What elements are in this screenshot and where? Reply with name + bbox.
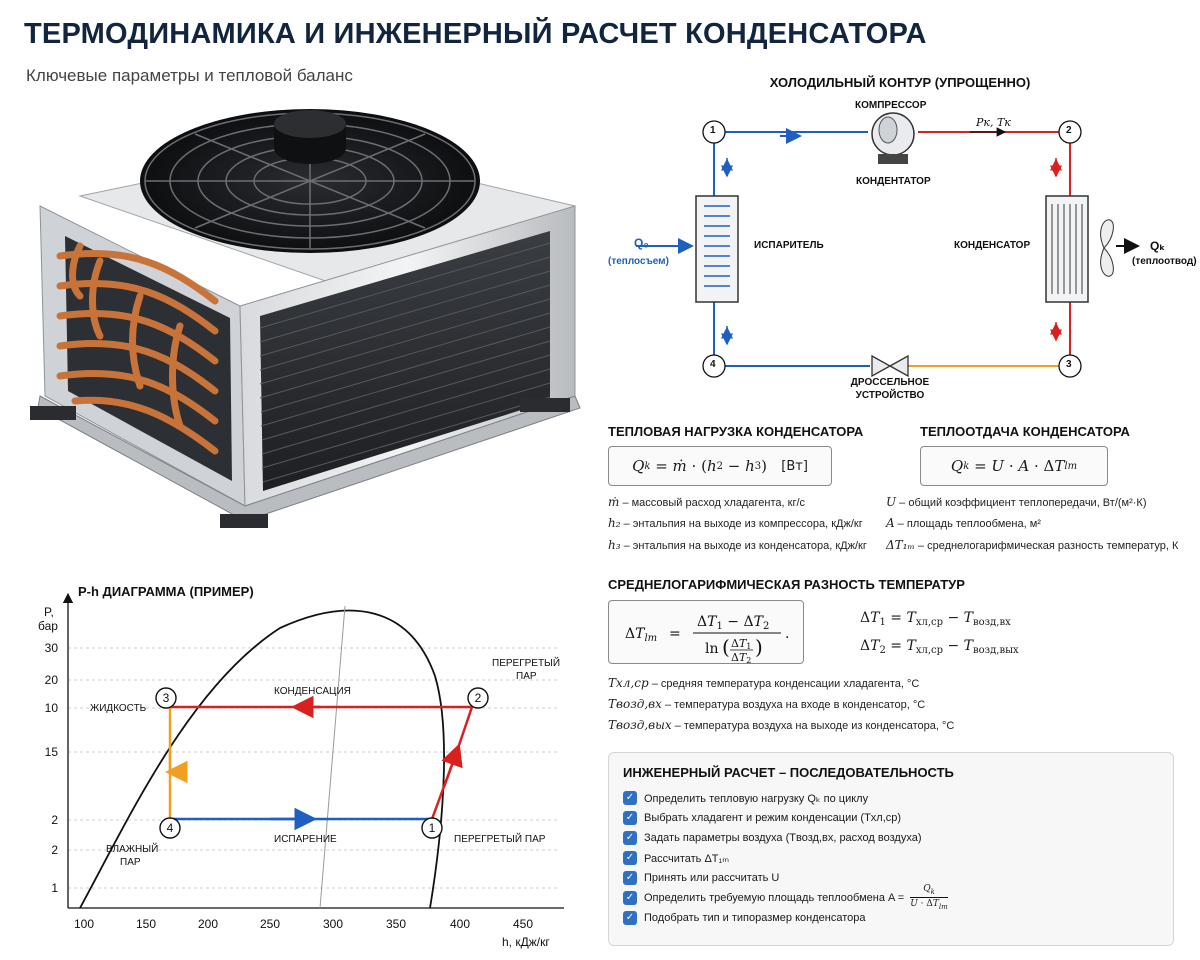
svg-text:ΔTlm: ΔTlm [625,626,657,644]
circuit-diagram [636,112,1140,378]
ph-ylabel-p: P, [44,605,54,619]
circuit-title: ХОЛОДИЛЬНЫЙ КОНТУР (УПРОЩЕННО) [769,75,1031,90]
label-superheated-top-2: ПАР [516,671,537,682]
x-tick: 300 [323,917,343,931]
checkbox-checked-icon[interactable]: ✓ [623,851,637,865]
x-tick: 100 [74,917,94,931]
svg-text:(: ( [722,635,730,659]
lmtd-title: СРЕДНЕЛОГАРИФМИЧЕСКАЯ РАЗНОСТЬ ТЕМПЕРАТУ… [608,577,965,592]
y-tick: 20 [45,673,59,687]
heat-load-def-2: h₂ – энтальпия на выходе из компрессора,… [608,516,863,530]
label-evaporation: ИСПАРЕНИЕ [274,834,337,845]
checkbox-checked-icon[interactable]: ✓ [623,811,637,825]
lmtd-formula-svg: ΔTlm = ΔT1 − ΔT2 ln ( ΔT1 ΔT2 ) . [625,614,789,665]
steps-title: ИНЖЕНЕРНЫЙ РАСЧЕТ – ПОСЛЕДОВАТЕЛЬНОСТЬ [623,765,954,780]
step-item: ✓Выбрать хладагент и режим конденсации (… [623,809,901,827]
page-subtitle: Ключевые параметры и тепловой баланс [26,66,353,85]
ph-xlabel: h, кДж/кг [502,935,550,949]
qk-label: Qₖ [1150,239,1166,253]
y-tick: 10 [45,701,59,715]
checkbox-checked-icon[interactable]: ✓ [623,791,637,805]
heat-load-unit: [Вт] [781,458,808,474]
heat-transfer-def-3: ΔT₁ₘ – среднелогарифмическая разность те… [886,538,1179,552]
step-item: ✓Определить тепловую нагрузку Qₖ по цикл… [623,789,868,807]
y-tick: 2 [51,843,58,857]
compressor-lower-label: КОНДЕНТАТОР [856,176,931,187]
checkbox-checked-icon[interactable]: ✓ [623,831,637,845]
label-liquid: ЖИДКОСТЬ [90,703,147,714]
lmtd-def-2: Tвозд,вх – температура воздуха на входе … [608,697,926,711]
ph-ylabel-unit: бар [38,619,58,633]
lmtd-dt2: ΔT2 = Tхл,ср − Tвозд,вых [860,638,1019,656]
compressor-label: КОМПРЕССОР [855,100,927,111]
svg-text:ΔT2: ΔT2 [731,651,751,665]
valve-label: ДРОССЕЛЬНОЕ УСТРОЙСТВО [850,377,930,401]
lmtd-def-1: Tхл,ср – средняя температура конденсации… [608,676,920,690]
node-1-label: 1 [710,125,716,136]
node-4-label: 4 [710,359,716,370]
step-item: ✓Подобрать тип и типоразмер конденсатора [623,909,865,927]
evaporator-label: ИСПАРИТЕЛЬ [754,240,824,251]
x-tick: 350 [386,917,406,931]
condenser-label: КОНДЕНСАТОР [954,240,1031,251]
heat-transfer-def-1: U – общий коэффициент теплопередачи, Вт/… [886,495,1147,509]
ph-diagram: 1 2 3 4 P-h ДИАГРАММА (ПРИМЕР) P, бар h,… [38,584,564,949]
q0-note: (теплосъем) [608,256,669,267]
state-1-label: 1 [429,821,436,835]
x-tick: 250 [260,917,280,931]
svg-text:.: . [785,626,789,642]
y-tick: 15 [45,745,59,759]
heat-load-def-1: ṁ – массовый расход хладагента, кг/с [608,495,806,509]
checkbox-checked-icon[interactable]: ✓ [623,891,637,905]
state-2-label: 2 [475,691,482,705]
condenser-unit-illustration [30,109,581,528]
node-3-label: 3 [1066,359,1072,370]
checkbox-checked-icon[interactable]: ✓ [623,911,637,925]
qk-note: (теплоотвод) [1132,256,1197,267]
state-3-label: 3 [163,691,170,705]
calculation-steps-panel: ИНЖЕНЕРНЫЙ РАСЧЕТ – ПОСЛЕДОВАТЕЛЬНОСТЬ ✓… [608,752,1174,946]
heat-transfer-title: ТЕПЛООТДАЧА КОНДЕНСАТОРА [920,424,1130,439]
step-item: ✓Определить требуемую площадь теплообмен… [623,884,948,911]
lmtd-formula: ΔTlm = ΔT1 − ΔT2 ln ( ΔT1 ΔT2 ) . [608,600,804,665]
label-wet-vapor-2: ПАР [120,857,141,868]
svg-text:=: = [669,626,681,642]
x-tick: 150 [136,917,156,931]
node-2-label: 2 [1066,125,1072,136]
label-superheated-top-1: ПЕРЕГРЕТЫЙ [492,656,560,669]
pk-tk-label: Pк, Tк [976,116,1011,129]
checkbox-checked-icon[interactable]: ✓ [623,871,637,885]
step-item: ✓Рассчитать ΔT₁ₘ [623,849,729,867]
heat-load-def-3: h₃ – энтальпия на выходе из конденсатора… [608,538,867,552]
svg-text:ΔT1: ΔT1 [731,637,751,651]
step-item: ✓Задать параметры воздуха (Tвозд,вх, рас… [623,829,922,847]
heat-load-title: ТЕПЛОВАЯ НАГРУЗКА КОНДЕНСАТОРА [608,424,864,439]
label-superheated-bottom: ПЕРЕГРЕТЫЙ ПАР [454,832,546,845]
q0-label: Q₀ [634,236,649,250]
heat-transfer-def-2: A – площадь теплообмена, м² [886,516,1041,530]
ph-title: P-h ДИАГРАММА (ПРИМЕР) [78,584,254,599]
y-tick: 1 [51,881,58,895]
y-tick: 30 [45,641,59,655]
svg-text:): ) [755,635,763,659]
page-title: ТЕРМОДИНАМИКА И ИНЖЕНЕРНЫЙ РАСЧЕТ КОНДЕН… [24,18,927,50]
x-tick: 400 [450,917,470,931]
step-item: ✓Принять или рассчитать U [623,869,779,887]
state-4-label: 4 [167,821,174,835]
label-condensation: КОНДЕНСАЦИЯ [274,686,351,697]
x-tick: 200 [198,917,218,931]
lmtd-def-3: Tвозд,вых – температура воздуха на выход… [608,718,955,732]
x-tick: 450 [513,917,533,931]
svg-text:ln: ln [705,641,719,657]
lmtd-dt1: ΔT1 = Tхл,ср − Tвозд,вх [860,610,1011,628]
refrigeration-circuit: ХОЛОДИЛЬНЫЙ КОНТУР (УПРОЩЕННО) [600,70,1200,410]
y-tick: 2 [51,813,58,827]
svg-text:ΔT1 − ΔT2: ΔT1 − ΔT2 [697,614,769,632]
label-wet-vapor-1: ВЛАЖНЫЙ [106,842,158,855]
